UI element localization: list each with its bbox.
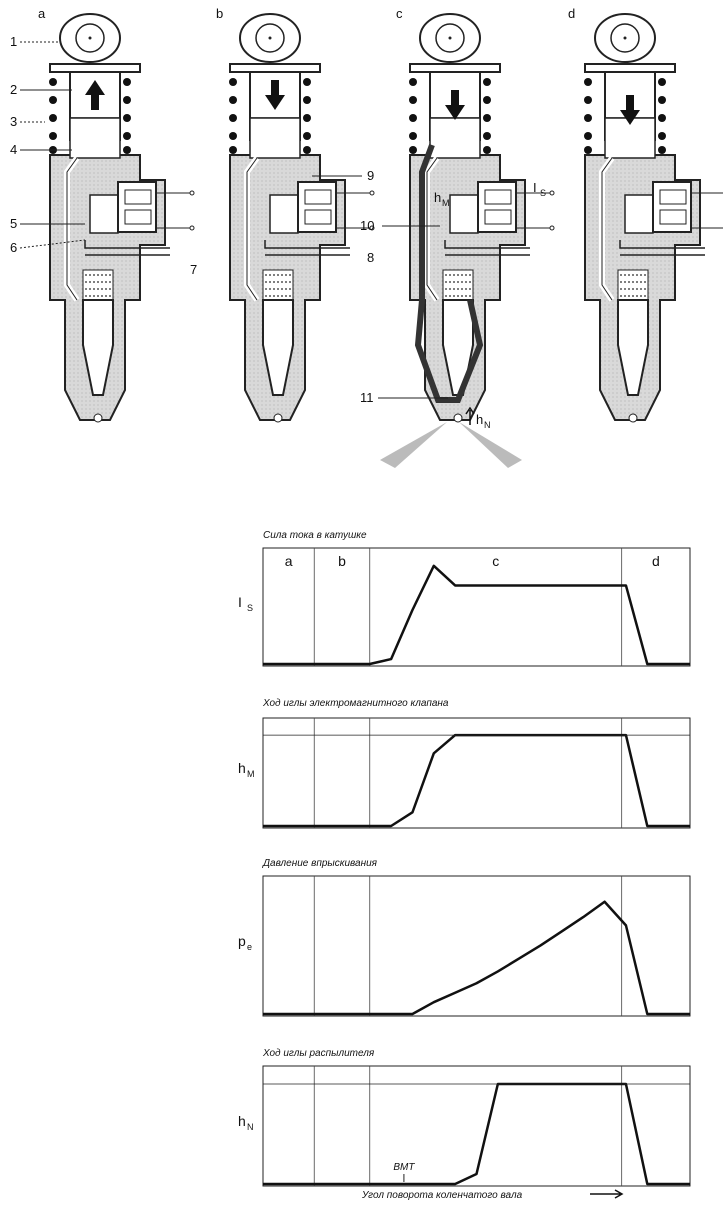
- coil-current-symbol: I: [533, 180, 537, 195]
- valve-lift-symbol: h: [434, 190, 441, 205]
- graph-title-3: Ход иглы распылителя: [262, 1048, 375, 1059]
- plunger-arrows: [85, 80, 640, 125]
- graph-frame-0: [262, 547, 691, 667]
- spray-cone-right: [459, 422, 522, 468]
- graph-ysub-3: N: [247, 1122, 254, 1132]
- graph-ysub-0: S: [247, 603, 253, 613]
- x-axis-arrow-icon: [590, 1189, 624, 1199]
- graph-frame-2: [262, 875, 691, 1017]
- callout-1: 1: [10, 34, 17, 49]
- injector-stage-c: [409, 14, 554, 422]
- callout-3: 3: [10, 114, 17, 129]
- graph-ylabel-3: h: [238, 1113, 246, 1129]
- phase-label-a: a: [285, 553, 293, 569]
- spray-cone-left: [380, 422, 447, 468]
- arrow-down-icon-c: [445, 90, 465, 120]
- callout-11: 11: [360, 390, 374, 405]
- arrow-down-icon-d: [620, 95, 640, 125]
- x-axis-label: Угол поворота коленчатого вала: [361, 1190, 523, 1201]
- callout-4: 4: [10, 142, 17, 157]
- callout-9: 9: [367, 168, 374, 183]
- graph-ysub-1: M: [247, 769, 255, 779]
- arrow-up-icon: [85, 80, 105, 110]
- graph-title-0: Сила тока в катушке: [263, 530, 367, 541]
- callout-7: 7: [190, 262, 197, 277]
- graph-frame-3: [262, 1065, 691, 1187]
- series-line-1: [263, 733, 690, 828]
- phase-label-b: b: [338, 553, 346, 569]
- phase-label-c: c: [492, 553, 499, 569]
- column-letter-a: a: [38, 6, 46, 21]
- column-letter-b: b: [216, 6, 223, 21]
- injector-stage-d: [584, 14, 723, 422]
- column-letter-c: c: [396, 6, 403, 21]
- graph-ylabel-2: p: [238, 933, 246, 949]
- graph-title-2: Давление впрыскивания: [262, 858, 378, 869]
- callout-10: 10: [360, 218, 374, 233]
- coil-current-subscript: S: [540, 188, 546, 198]
- arrow-up-small-icon: [465, 406, 475, 425]
- graph-ylabel-1: h: [238, 760, 246, 776]
- column-letter-d: d: [568, 6, 575, 21]
- graph-title-1: Ход иглы электромагнитного клапана: [262, 698, 449, 709]
- arrow-down-icon: [265, 80, 285, 110]
- graph-frame-1: [262, 717, 691, 829]
- needle-lift-subscript: N: [484, 420, 491, 430]
- high-pressure-fuel-path: [414, 143, 484, 403]
- callout-5: 5: [10, 216, 17, 231]
- phase-label-d: d: [652, 553, 660, 569]
- graph-ylabel-0: I: [238, 594, 242, 610]
- callout-6: 6: [10, 240, 17, 255]
- series-line-0: [263, 564, 690, 666]
- valve-lift-subscript: M: [442, 198, 450, 208]
- callouts: 1 2 3 4 5 6 7 8 9 10 11: [10, 34, 448, 405]
- graph-ysub-2: e: [247, 942, 252, 952]
- bmt-label: ВМТ: [393, 1162, 415, 1173]
- series-line-3: [263, 1082, 690, 1186]
- needle-lift-symbol: h: [476, 412, 483, 427]
- injector-stage-a: [49, 14, 194, 422]
- callout-2: 2: [10, 82, 17, 97]
- injector-stage-b: [229, 14, 374, 422]
- series-line-2: [263, 900, 690, 1016]
- callout-8: 8: [367, 250, 374, 265]
